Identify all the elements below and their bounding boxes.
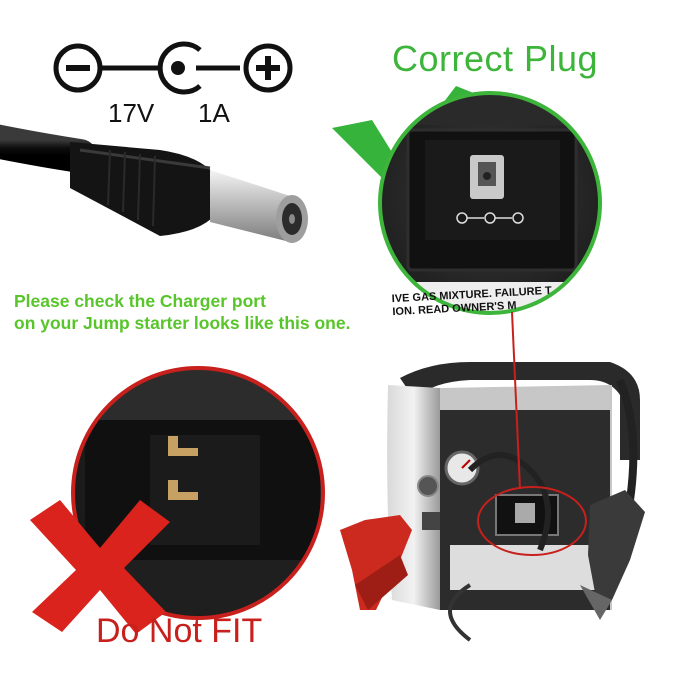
hint-line-1: Please check the Charger port: [14, 291, 266, 311]
dc-plug: [0, 124, 308, 243]
polarity-diagram: [53, 41, 293, 95]
plus-icon: [256, 56, 280, 80]
check-port-hint: Please check the Charger port on your Ju…: [14, 290, 350, 334]
hint-line-2: on your Jump starter looks like this one…: [14, 313, 351, 333]
center-pin-icon: [171, 61, 185, 75]
correct-plug-title: Correct Plug: [392, 38, 599, 79]
x-mark-icon: [30, 500, 170, 634]
minus-icon: [66, 65, 90, 71]
current-label: 1A: [198, 98, 230, 128]
do-not-fit-title: Do Not FIT: [96, 612, 263, 650]
jump-starter: [387, 311, 640, 642]
black-clamp: [580, 378, 645, 620]
incorrect-port-closeup: [71, 366, 325, 620]
voltage-label: 17V: [108, 98, 155, 128]
red-clamp: [340, 515, 412, 610]
correct-port-closeup: [378, 91, 602, 315]
